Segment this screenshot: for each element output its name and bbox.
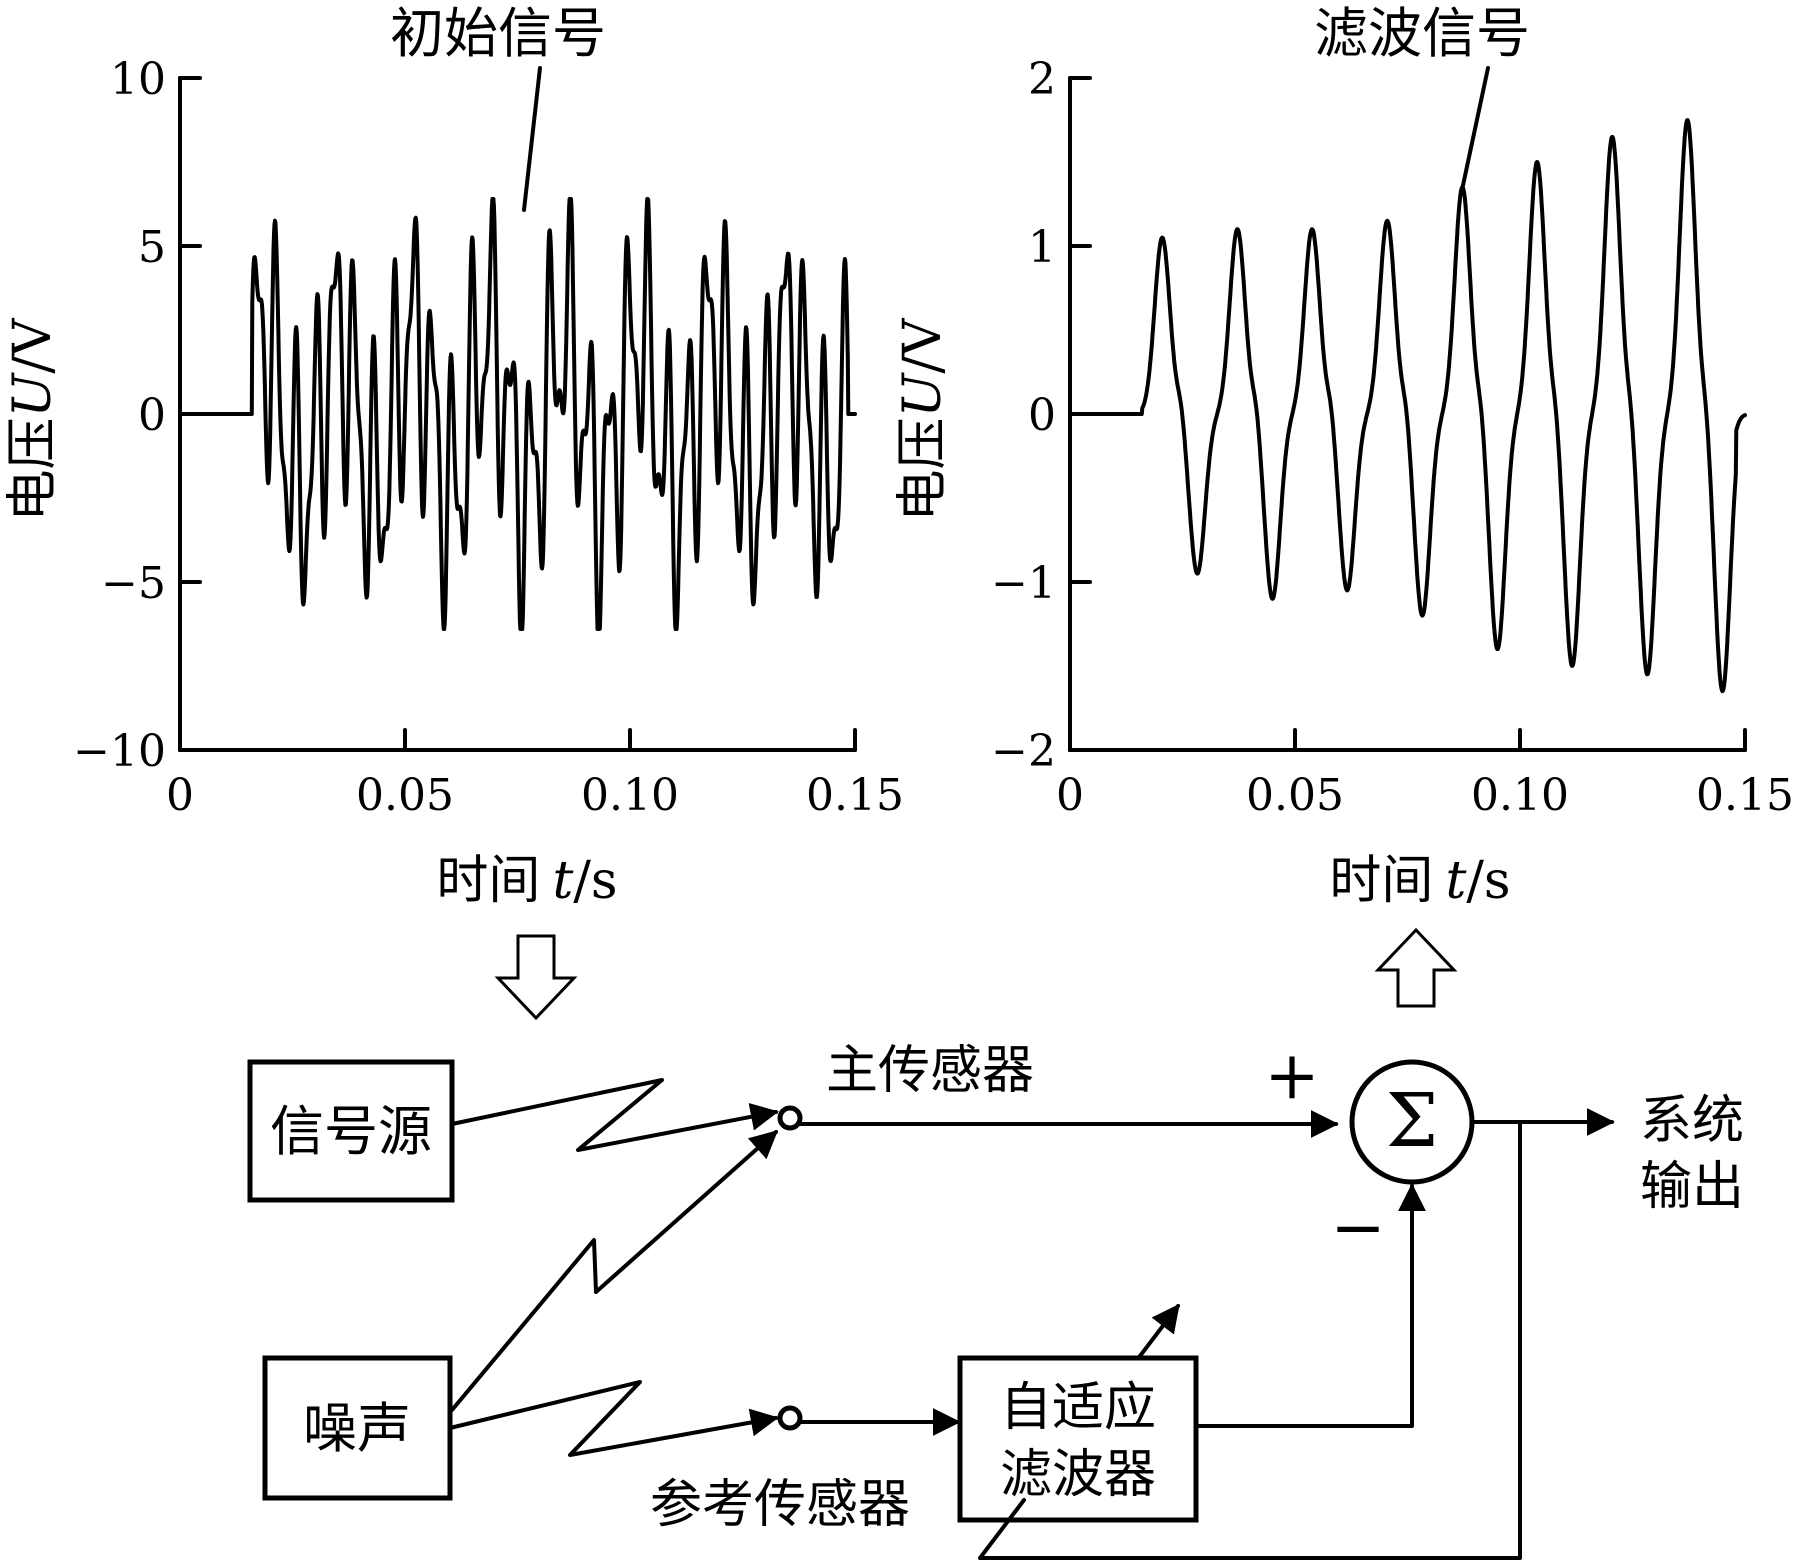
ylabel-original: 电压U/V (3, 317, 63, 521)
y-tick-label: 1 (1028, 222, 1056, 273)
reference-sensor-icon (777, 1405, 803, 1431)
series-original-signal (178, 197, 857, 631)
y-tick-label: 2 (1028, 54, 1056, 105)
adaptive-filter-label-1: 自适应 (1000, 1378, 1156, 1438)
y-tick-label: −10 (73, 726, 166, 777)
adaptive-filter-label-2: 滤波器 (1000, 1445, 1156, 1505)
hollow-arrow-up-icon (1374, 927, 1458, 1008)
primary-sensor-icon (777, 1105, 803, 1131)
y-tick-label: 10 (110, 54, 166, 105)
minus-sign: − (1330, 1189, 1385, 1266)
plus-sign: + (1264, 1037, 1319, 1114)
callout-line-original (522, 66, 542, 212)
sum-symbol: Σ (1386, 1078, 1438, 1164)
y-tick-label: −1 (991, 558, 1056, 609)
signal-source-box (247, 1059, 455, 1203)
callout-original-signal: 初始信号 (390, 2, 606, 65)
y-tick-label: −5 (101, 558, 166, 609)
path-noise-to-primary (450, 1130, 779, 1412)
signal-source-label: 信号源 (270, 1100, 432, 1163)
block-diagram: 信号源 噪声 自适应 滤波器 主传感器 参考传感器 Σ + − 系统 输出 (247, 1037, 1744, 1560)
y-tick-label: 0 (138, 390, 166, 441)
system-output-label-2: 输出 (1640, 1157, 1744, 1217)
primary-sensor-label: 主传感器 (826, 1041, 1034, 1101)
y-tick-label: 5 (138, 222, 166, 273)
y-tick-label: 0 (1028, 390, 1056, 441)
callout-filtered-signal: 滤波信号 (1314, 2, 1530, 65)
line-filter-to-sum (1194, 1183, 1426, 1428)
adaptive-filter-box (957, 1355, 1199, 1523)
x-tick-label: 0.05 (356, 770, 454, 821)
reference-sensor-label: 参考传感器 (650, 1475, 910, 1535)
path-signal-to-primary (450, 1078, 779, 1152)
x-tick-label: 0.10 (1471, 770, 1569, 821)
hollow-arrow-down-icon (494, 934, 578, 1021)
y-tick-label: −2 (991, 726, 1056, 777)
callout-line-filtered (1460, 66, 1490, 192)
line-error-feedback (978, 1120, 1522, 1560)
noise-box (262, 1355, 453, 1501)
noise-label: 噪声 (303, 1397, 411, 1460)
path-noise-to-reference (448, 1380, 779, 1457)
series-filtered-signal (1068, 118, 1747, 694)
x-tick-label: 0 (166, 770, 194, 821)
ylabel-filtered: 电压U/V (893, 317, 953, 521)
x-tick-label: 0.05 (1246, 770, 1344, 821)
x-tick-label: 0.15 (1696, 770, 1794, 821)
system-output-label-1: 系统 (1640, 1091, 1744, 1151)
x-tick-label: 0 (1056, 770, 1084, 821)
adaptation-arrow (1138, 1303, 1180, 1358)
x-tick-label: 0.15 (806, 770, 904, 821)
x-tick-label: 0.10 (581, 770, 679, 821)
